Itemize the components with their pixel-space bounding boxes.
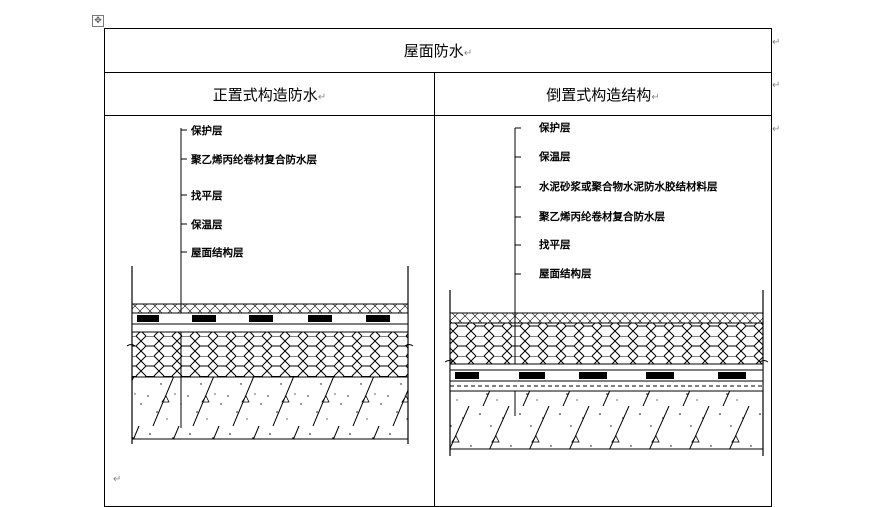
right-layer-insulation [449, 322, 764, 365]
right-label-ticks [515, 127, 521, 275]
left-label-4: 保温层 [190, 218, 223, 231]
roof-waterproofing-table: 屋面防水↵ 正置式构造防水↵ 倒置式构造结构↵ [104, 28, 772, 507]
left-label-2: 聚乙烯丙纶卷材复合防水层 [190, 153, 317, 166]
table-move-handle[interactable]: ✥ [92, 15, 104, 27]
figure-cell-right: 保护层 保温层 水泥砂浆或聚合物水泥防水胶结材料层 聚乙烯丙纶卷材复合防水层 找… [434, 115, 772, 507]
right-label-2: 保温层 [538, 150, 571, 163]
table-title-cell: 屋面防水↵ [104, 28, 772, 73]
row-end-mark: ↵ [772, 37, 781, 48]
right-label-5: 找平层 [539, 238, 571, 251]
right-layer-mortar [449, 363, 764, 371]
left-layer-insulation [131, 331, 409, 378]
left-layer-leveling [131, 323, 409, 333]
header-cell-left: 正置式构造防水↵ [104, 72, 435, 116]
left-label-3: 找平层 [191, 189, 223, 202]
paragraph-mark: ↵ [317, 91, 327, 103]
left-label-5: 屋面结构层 [191, 246, 244, 259]
left-label-ticks [181, 129, 187, 253]
right-label-4: 聚乙烯丙纶卷材复合防水层 [538, 210, 665, 223]
right-label-6: 屋面结构层 [539, 267, 592, 280]
left-layer-structure [131, 376, 409, 440]
header-cell-right: 倒置式构造结构↵ [434, 72, 772, 116]
column-header-left: 正置式构造防水 [212, 85, 318, 104]
table-title: 屋面防水 [403, 42, 464, 60]
paragraph-mark: ↵ [113, 474, 121, 485]
row-end-mark: ↵ [772, 124, 781, 135]
left-diagram: 保护层 聚乙烯丙纶卷材复合防水层 找平层 保温层 屋面结构层 [113, 124, 414, 485]
right-layer-protective [449, 312, 764, 324]
column-header-right: 倒置式构造结构 [546, 85, 652, 104]
left-label-1: 保护层 [190, 124, 223, 137]
figure-cell-left: 保护层 聚乙烯丙纶卷材复合防水层 找平层 保温层 屋面结构层 [104, 115, 435, 507]
right-diagram: 保护层 保温层 水泥砂浆或聚合物水泥防水胶结材料层 聚乙烯丙纶卷材复合防水层 找… [444, 121, 769, 456]
paragraph-mark: ↵ [651, 91, 660, 103]
left-layer-protective [131, 303, 409, 314]
right-label-3: 水泥砂浆或聚合物水泥防水胶结材料层 [538, 180, 718, 193]
right-label-1: 保护层 [538, 121, 571, 134]
paragraph-mark: ↵ [463, 48, 473, 59]
right-layer-structure [449, 390, 764, 450]
row-end-mark: ↵ [772, 80, 781, 91]
